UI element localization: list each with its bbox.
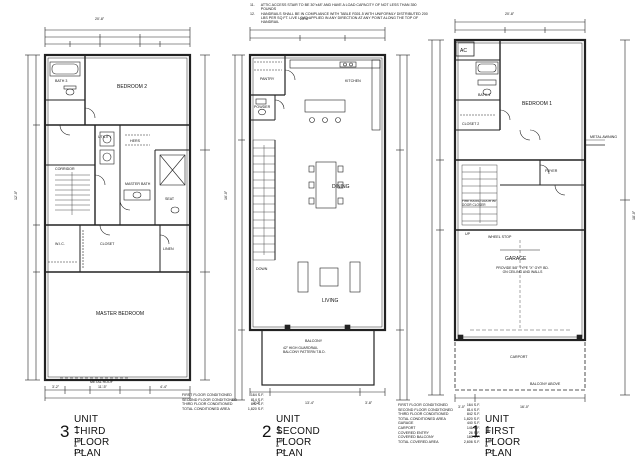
overall-width: 20'-8"	[95, 17, 105, 21]
note-11: 11. ATTIC ACCESS STAIR TO BE 30"x48" AND…	[250, 3, 430, 12]
room-balcony: BALCONY	[305, 339, 323, 343]
note-wheel-stop: WHEEL STOP	[488, 235, 512, 239]
dim-side: 18'-0"	[632, 210, 636, 220]
room-bath-1: BATH 1	[478, 93, 490, 97]
plan-unit: UNIT 1	[485, 414, 509, 436]
dim-side: 16'-0"	[224, 190, 228, 200]
dim-bottom-a: 3'-2"	[52, 385, 60, 389]
note-garage-gypsum: PROVIDE 5/8" TYPE "X" GYP. BD. ON CEILIN…	[496, 266, 549, 274]
dim-bottom-c: 4'-4"	[160, 385, 168, 389]
note-text: HANDRAILS SHALL BE IN COMPLIANCE WITH TA…	[261, 11, 428, 25]
room-kitchen: KITCHEN	[345, 79, 361, 83]
dim-bottom-a: 3'-2"	[253, 401, 261, 405]
second-floor-plan	[232, 27, 410, 401]
room-foyer: FOYER	[545, 169, 558, 173]
plan-scale: 1/4" = 1'-0"	[485, 438, 495, 456]
general-notes: 11. ATTIC ACCESS STAIR TO BE 30"x48" AND…	[250, 3, 430, 24]
plan-scale: 1/4" = 1'-0"	[74, 438, 84, 456]
room-carport: CARPORT	[510, 355, 528, 359]
room-closet: CLOSET	[100, 242, 115, 246]
room-ac: AC	[460, 48, 467, 54]
third-floor-plan	[25, 27, 210, 401]
room-closet-2: CLOSET 2	[462, 122, 479, 126]
room-linen: LINEN	[163, 247, 174, 251]
dim-bottom-b: 11'-5"	[98, 385, 108, 389]
plan-number: 1	[471, 422, 481, 441]
room-corridor: CORRIDOR	[55, 167, 75, 171]
stair-down: DOWN	[256, 267, 268, 271]
dim-bottom-b: 13'-4"	[305, 401, 315, 405]
note-number: 12.	[250, 11, 255, 16]
plan-number: 3	[60, 422, 70, 441]
room-pantry: PANTRY	[260, 77, 275, 81]
note-balcony-above: BALCONY ABOVE	[530, 382, 561, 386]
overall-width: 20'-8"	[505, 12, 515, 16]
note-number: 11.	[250, 3, 255, 7]
room-master-bath: MASTER BATH	[125, 182, 151, 186]
room-seat: SEAT	[165, 197, 175, 201]
plan-unit: UNIT 1	[276, 414, 300, 436]
plan-number: 2	[262, 422, 272, 441]
room-bedroom-1: BEDROOM 1	[522, 101, 552, 107]
room-master-bedroom: MASTER BEDROOM	[96, 311, 144, 317]
first-floor-labels: AC BATH 1 BEDROOM 1 CLOSET 2 FOYER GARAG…	[458, 12, 636, 409]
overall-width: 20'-8"	[300, 17, 310, 21]
note-fire-door: FIRE RATED DOOR W/ DOOR CLOSER	[462, 200, 496, 207]
third-floor-labels: BEDROOM 2 BATH 3 UTILITY HERS CORRIDOR M…	[14, 17, 175, 389]
first-floor-plan	[428, 19, 630, 402]
room-utility: UTILITY	[98, 135, 112, 139]
room-hers: HERS	[130, 139, 141, 143]
room-bath-3: BATH 3	[55, 79, 67, 83]
room-powder: POWDER	[254, 105, 271, 109]
note-text: ATTIC ACCESS STAIR TO BE 30"x48" AND HAV…	[260, 3, 417, 12]
stair-up: UP	[465, 232, 471, 236]
note-12: 12. HANDRAILS SHALL BE IN COMPLIANCE WIT…	[250, 12, 430, 25]
dim-bottom-c: 3'-8"	[365, 401, 373, 405]
room-garage: GARAGE	[505, 256, 527, 262]
plan-scale: 1/4" = 1'-0"	[276, 438, 286, 456]
room-bedroom-2: BEDROOM 2	[117, 84, 147, 90]
note-metal-roof: METAL ROOF	[90, 380, 114, 384]
dim-bottom-b: 16'-0"	[520, 405, 530, 409]
room-dining: DINING	[332, 184, 350, 190]
room-living: LIVING	[322, 298, 339, 304]
note-balcony-guardrail: 42" HIGH GUARDRAIL BALCONY PATTERN T.B.D…	[283, 346, 326, 354]
room-wic: W.I.C.	[55, 242, 65, 246]
dim-bottom-a: 3'-0"	[458, 405, 466, 409]
second-floor-labels: PANTRY KITCHEN POWDER DINING LIVING BALC…	[224, 17, 373, 405]
dim-side: 12'-0"	[14, 190, 18, 200]
note-metal-awning: METAL AWNING	[590, 135, 617, 139]
plan-unit: UNIT 1	[74, 414, 98, 436]
